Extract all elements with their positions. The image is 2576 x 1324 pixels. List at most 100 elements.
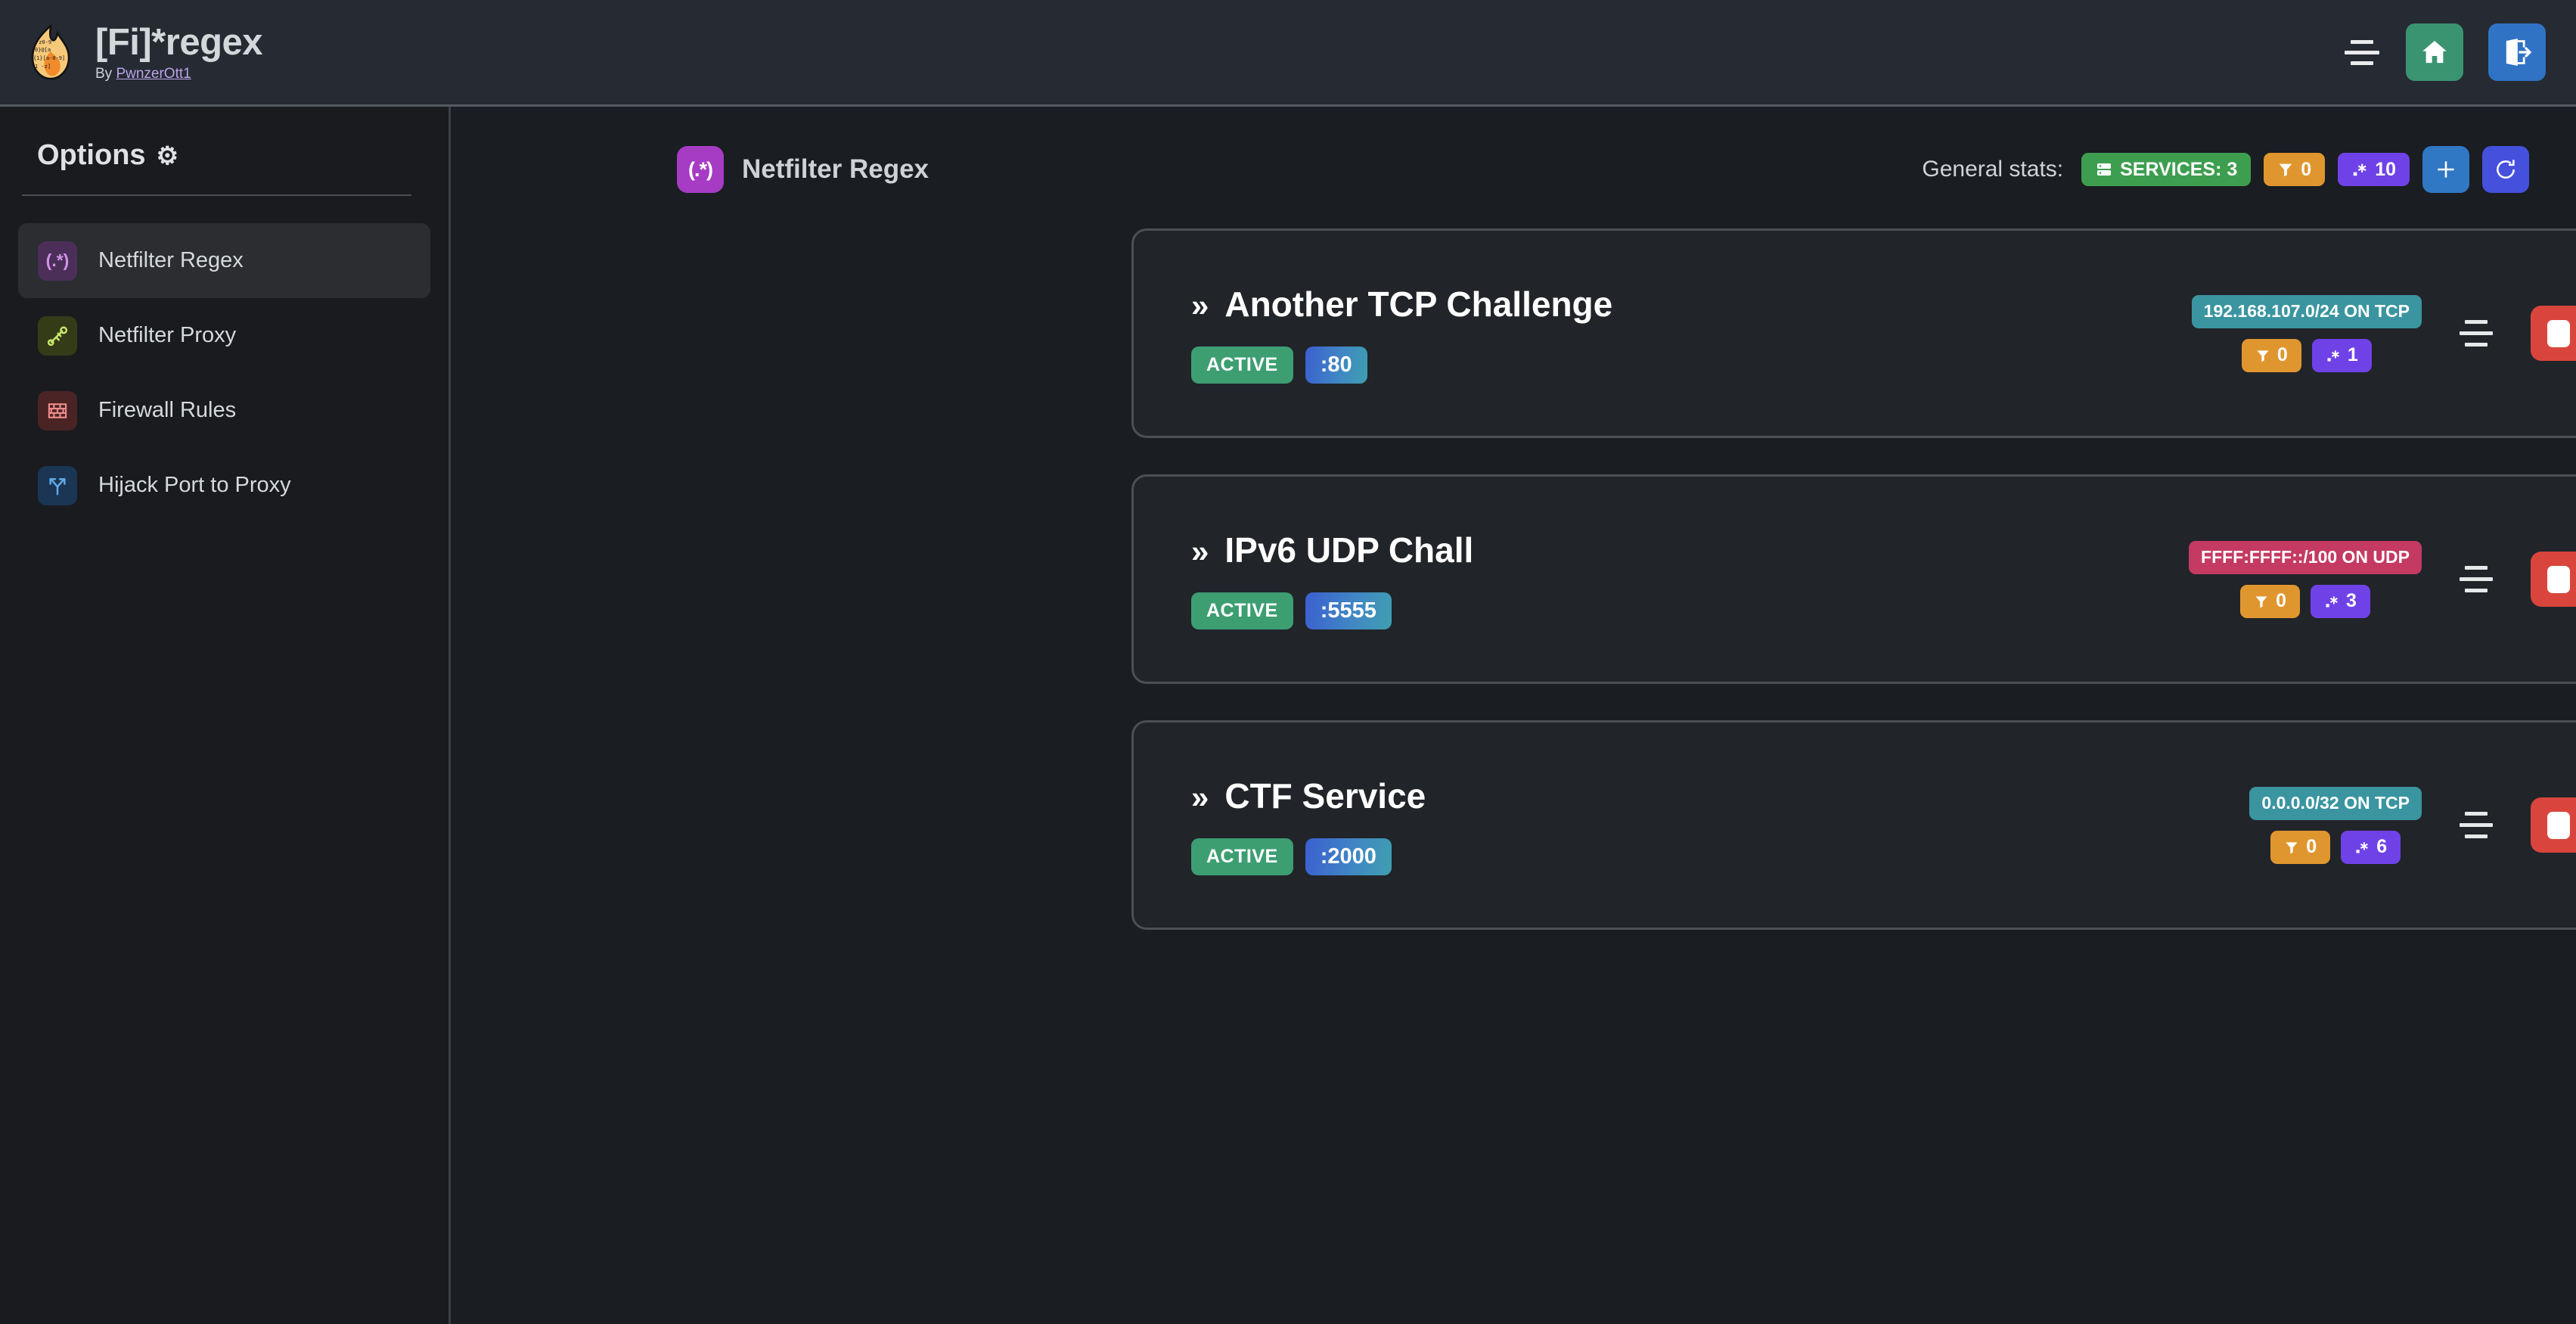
drag-handle-icon[interactable]: [2457, 806, 2496, 845]
server-icon: [2097, 163, 2112, 176]
sidebar-divider: [22, 194, 411, 196]
port-badge: :5555: [1305, 592, 1392, 629]
service-card[interactable]: » CTF Service ACTIVE :2000 0.0.0.0/32 ON…: [1131, 720, 2576, 930]
network-badge: 0.0.0.0/32 ON TCP: [2249, 786, 2422, 820]
filter-count-badge: 0: [2240, 584, 2300, 618]
svg-text:0}@[a: 0}@[a: [35, 47, 51, 53]
sidebar-item-netfilter-proxy[interactable]: Netfilter Proxy: [18, 298, 430, 373]
service-card[interactable]: » IPv6 UDP Chall ACTIVE :5555 FFFF:FFFF:…: [1131, 474, 2576, 684]
plus-icon: [2438, 161, 2454, 178]
svg-text:-z0-9: -z0-9: [36, 39, 51, 45]
status-badge: ACTIVE: [1191, 838, 1293, 875]
page-title: [Fi]*regex: [95, 21, 263, 63]
status-badge: ACTIVE: [1191, 347, 1293, 384]
service-counters: 0 1: [2241, 338, 2372, 372]
sidebar-item-label: Netfilter Proxy: [98, 323, 237, 347]
service-badges: ACTIVE :5555: [1191, 592, 1473, 629]
service-info: » CTF Service ACTIVE :2000: [1191, 775, 1426, 875]
sidebar-item-firewall-rules[interactable]: Firewall Rules: [18, 373, 430, 448]
regex-count-label: 6: [2376, 836, 2388, 857]
filter-count-label: 0: [2306, 836, 2317, 857]
stop-icon: [2547, 811, 2570, 839]
service-controls: 0.0.0.0/32 ON TCP 0 6: [2249, 786, 2576, 864]
filter-count-badge: 0: [2270, 830, 2331, 864]
filter-icon: [2257, 350, 2269, 362]
refresh-button[interactable]: [2482, 146, 2529, 193]
services-count-label: SERVICES: 3: [2120, 158, 2238, 180]
service-name: Another TCP Challenge: [1224, 284, 1613, 324]
logout-icon: [2506, 39, 2532, 66]
hamburger-menu-icon[interactable]: [2343, 37, 2381, 67]
sidebar-item-label: Hijack Port to Proxy: [98, 473, 291, 497]
filter-icon: [2280, 163, 2292, 177]
author-link[interactable]: PwnzerOtt1: [116, 65, 191, 82]
sidebar: Options ⚙ (.*) Netfilter Regex Netfilter…: [0, 107, 451, 1324]
filter-count-label: 0: [2277, 344, 2288, 365]
service-title: » Another TCP Challenge: [1191, 283, 1612, 327]
chevron-double-right-icon: »: [1191, 533, 1209, 569]
regexes-count-label: 10: [2375, 158, 2396, 180]
by-prefix: By: [95, 65, 116, 82]
filter-icon: [2286, 841, 2298, 853]
flame-regex-logo: -z0-90}@[a {1}[a-0-9]1 -z]: [31, 24, 70, 80]
refresh-icon: [2497, 160, 2515, 179]
service-controls: FFFF:FFFF::/100 ON UDP 0 3: [2189, 540, 2576, 618]
plug-icon: [38, 315, 77, 356]
filter-count-badge: 0: [2241, 338, 2301, 372]
logout-button[interactable]: [2488, 23, 2546, 81]
regex-star-icon: [2353, 163, 2367, 176]
status-badge-filters: 0: [2264, 153, 2326, 186]
regex-count-badge: 6: [2341, 830, 2401, 864]
regex-count-badge: 3: [2311, 584, 2370, 618]
filter-count-label: 0: [2276, 590, 2286, 611]
drag-handle-icon[interactable]: [2457, 560, 2496, 599]
general-stats: General stats: SERVICES: 3 0: [1922, 146, 2529, 193]
chevron-double-right-icon: »: [1191, 287, 1209, 323]
service-network-info: 192.168.107.0/24 ON TCP 0 1: [2191, 294, 2422, 372]
service-info: » IPv6 UDP Chall ACTIVE :5555: [1191, 529, 1473, 629]
svg-text:1 -z]: 1 -z]: [35, 64, 51, 70]
service-title: » IPv6 UDP Chall: [1191, 529, 1473, 573]
home-icon: [2422, 41, 2447, 64]
regex-star-icon: [2326, 595, 2338, 607]
service-title: » CTF Service: [1191, 775, 1426, 819]
regex-star-icon: [2327, 350, 2339, 361]
sidebar-item-label: Netfilter Regex: [98, 248, 244, 272]
filters-count-label: 0: [2301, 158, 2312, 180]
service-info: » Another TCP Challenge ACTIVE :80: [1191, 283, 1612, 384]
stop-button[interactable]: [2531, 797, 2576, 853]
brick-wall-icon: [38, 390, 77, 430]
status-badge-regexes: 10: [2338, 153, 2410, 186]
service-network-info: 0.0.0.0/32 ON TCP 0 6: [2249, 786, 2422, 864]
content-header: (.*) Netfilter Regex General stats: SERV…: [677, 146, 2576, 193]
sidebar-heading-label: Options: [37, 139, 146, 171]
fork-arrow-icon: [38, 465, 77, 505]
service-list: » Another TCP Challenge ACTIVE :80 192.1…: [1131, 228, 2576, 930]
stop-button[interactable]: [2531, 552, 2576, 607]
add-service-button[interactable]: [2422, 146, 2469, 193]
home-button[interactable]: [2406, 23, 2463, 81]
filter-icon: [2255, 595, 2267, 608]
general-stats-label: General stats:: [1922, 157, 2064, 182]
drag-handle-icon[interactable]: [2457, 314, 2496, 353]
stop-button[interactable]: [2531, 306, 2576, 361]
sidebar-heading: Options ⚙: [37, 139, 448, 172]
service-name: IPv6 UDP Chall: [1224, 530, 1474, 570]
status-badge: ACTIVE: [1191, 592, 1293, 629]
sidebar-item-netfilter-regex[interactable]: (.*) Netfilter Regex: [18, 223, 430, 298]
sidebar-item-label: Firewall Rules: [98, 398, 237, 422]
service-card[interactable]: » Another TCP Challenge ACTIVE :80 192.1…: [1131, 228, 2576, 438]
author-line: By PwnzerOtt1: [95, 65, 262, 83]
chevron-double-right-icon: »: [1191, 779, 1209, 815]
regex-star-icon: [2356, 841, 2369, 853]
stop-icon: [2547, 565, 2570, 593]
port-badge: :80: [1305, 347, 1367, 384]
network-badge: FFFF:FFFF::/100 ON UDP: [2189, 540, 2422, 574]
service-badges: ACTIVE :80: [1191, 347, 1612, 384]
service-network-info: FFFF:FFFF::/100 ON UDP 0 3: [2189, 540, 2422, 618]
service-controls: 192.168.107.0/24 ON TCP 0 1: [2191, 294, 2576, 372]
sidebar-item-hijack-port-to-proxy[interactable]: Hijack Port to Proxy: [18, 448, 430, 523]
content-title: Netfilter Regex: [742, 154, 930, 184]
